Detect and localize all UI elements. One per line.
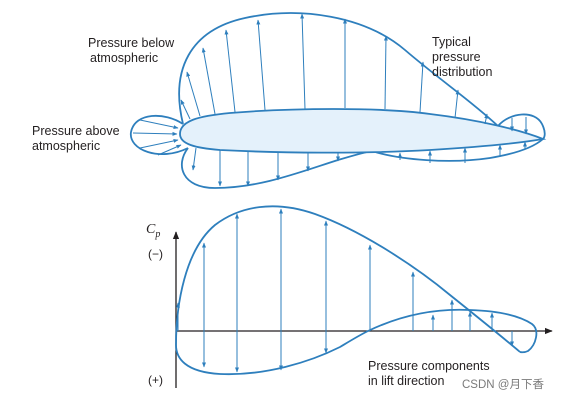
lower-pressure-arrows	[398, 141, 527, 163]
watermark: CSDN @月下香	[462, 379, 544, 391]
lower-suction-arrows	[191, 147, 340, 187]
airfoil-pressure-diagram	[130, 12, 547, 189]
label-pressure-below: Pressure below atmospheric	[88, 36, 175, 65]
upper-arrows	[180, 13, 489, 125]
cp-lower-arrows	[202, 331, 514, 373]
lower-pressure-curve	[371, 138, 544, 162]
positive-sign-label: (+)	[148, 373, 163, 387]
cp-upper-arrows	[176, 208, 494, 331]
trailing-lobe	[497, 113, 546, 140]
label-pressure-above: Pressure above atmospheric	[32, 124, 120, 153]
label-typical-distribution: Typical pressure distribution	[432, 35, 493, 79]
lower-cp-curve	[175, 330, 369, 376]
label-pressure-components: Pressure components in lift direction	[368, 359, 490, 388]
airfoil	[179, 108, 547, 154]
cp-plot	[172, 205, 553, 388]
upper-suction-curve	[178, 12, 499, 127]
upper-cp-curve	[175, 205, 521, 353]
trailing-lobe-arrows	[510, 117, 528, 135]
cp-axis-label: Cp	[146, 222, 161, 240]
negative-sign-label: (−)	[148, 247, 163, 261]
lower-cp-curve-tail	[367, 308, 538, 354]
leading-lobe	[130, 114, 189, 156]
lower-suction-curve	[180, 147, 373, 189]
leading-lobe-arrows	[132, 119, 182, 156]
